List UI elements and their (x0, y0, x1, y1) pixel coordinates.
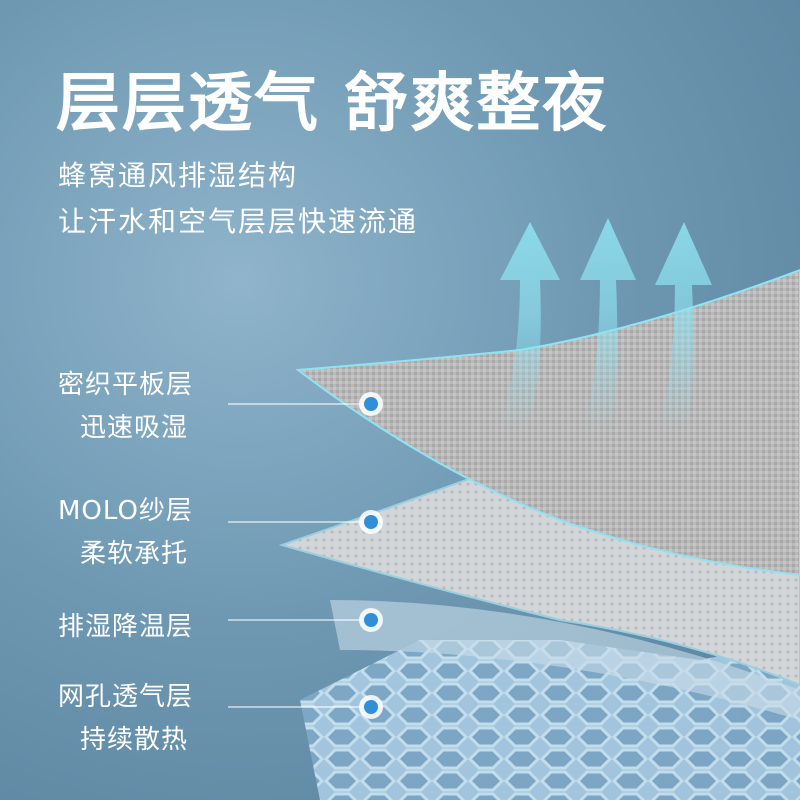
airflow-arrow-icon (500, 222, 560, 430)
layer-name: 排湿降温层 (58, 612, 194, 642)
layer-name: 密织平板层 (58, 370, 194, 400)
layer-name: 网孔透气层 (58, 682, 194, 712)
layer-label-flat-weave: 密织平板层 迅速吸湿 (58, 364, 193, 444)
headline: 层层透气 舒爽整夜 (56, 67, 609, 141)
layer-desc: 持续散热 (80, 725, 189, 755)
airflow-arrows (500, 218, 712, 430)
layer-desc: 迅速吸湿 (80, 413, 189, 443)
airflow-arrow-icon (655, 222, 712, 430)
airflow-arrow-icon (580, 218, 636, 430)
layer-desc: 柔软承托 (80, 539, 189, 569)
layer-label-mesh: 网孔透气层 持续散热 (58, 676, 193, 756)
layer-label-molo: MOLO纱层 柔软承托 (58, 490, 193, 570)
subtitle-line-2: 让汗水和空气层层快速流通 (58, 205, 419, 238)
subtitle-line-1: 蜂窝通风排湿结构 (58, 159, 299, 192)
layer-label-cooling: 排湿降温层 (58, 606, 193, 643)
moisture-cooling-layer (330, 600, 800, 720)
layer-name: MOLO纱层 (58, 496, 193, 526)
